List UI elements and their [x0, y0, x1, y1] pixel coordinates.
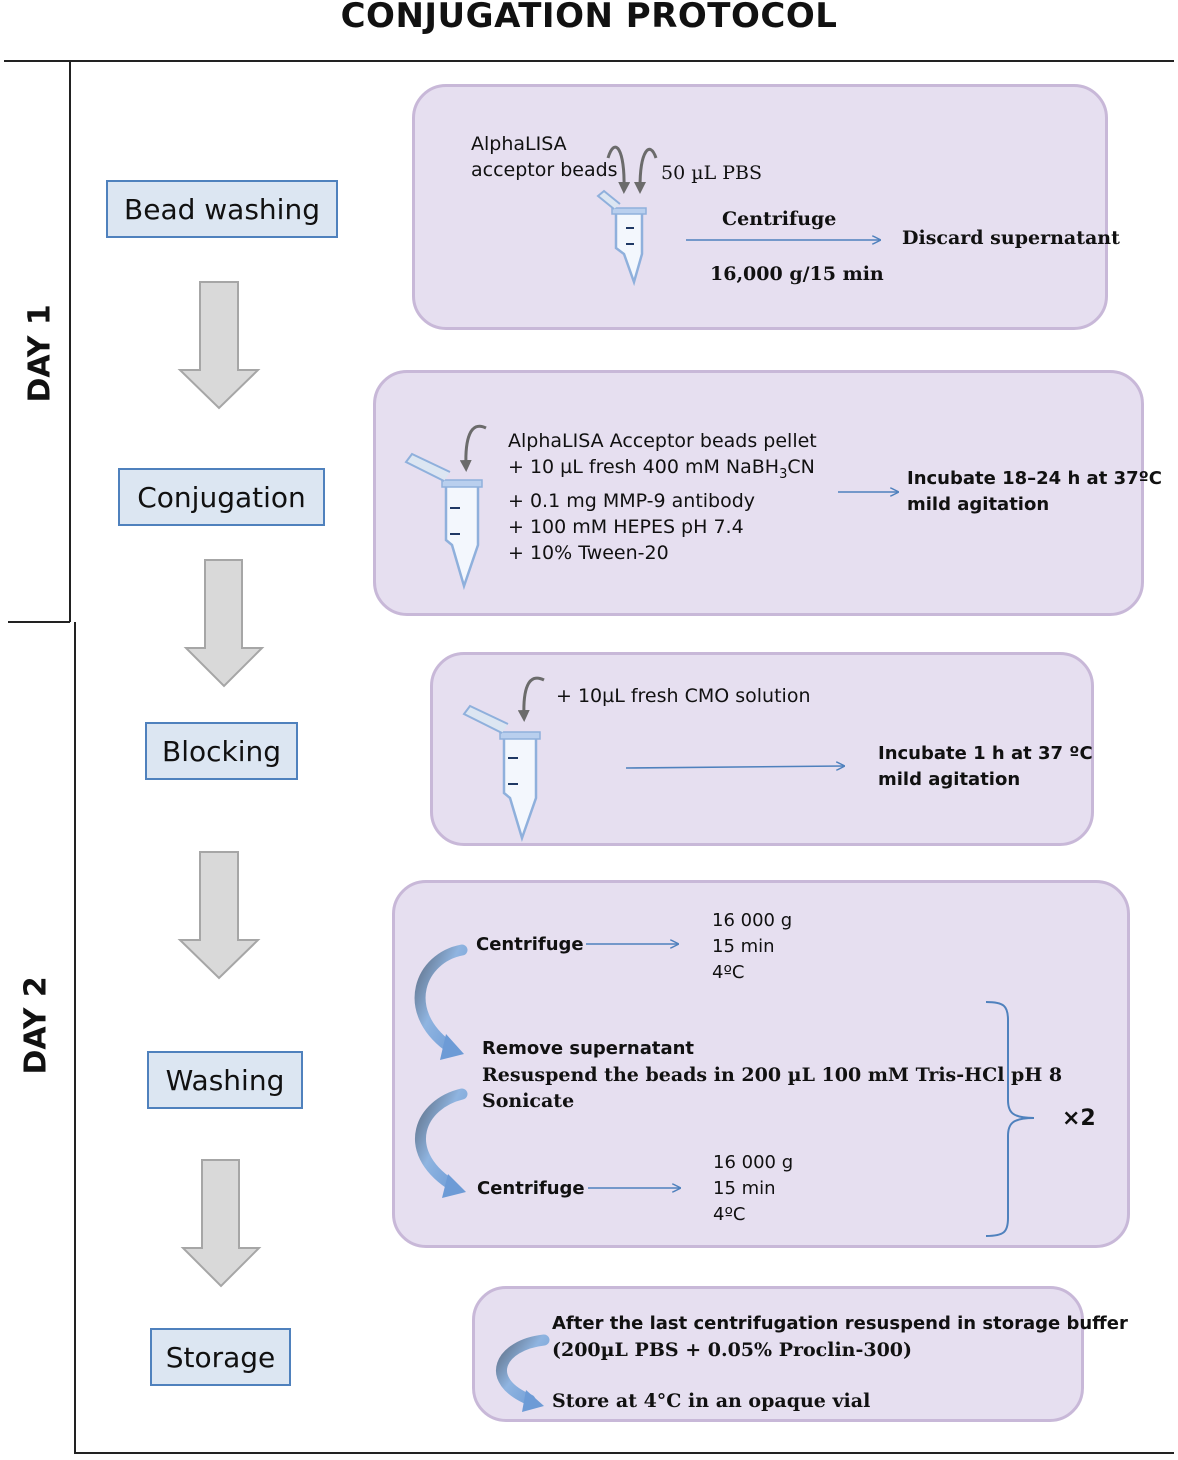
- top-rule: [4, 60, 1174, 62]
- panel-blocking: [430, 652, 1094, 846]
- step-label: Conjugation: [137, 480, 306, 514]
- step-washing: Washing: [147, 1051, 303, 1109]
- washing-centrifuge-2: Centrifuge: [477, 1178, 585, 1199]
- tube-icon: [404, 452, 483, 591]
- step-label: Bead washing: [124, 192, 320, 226]
- bead-buffer-label: 50 µL PBS: [661, 162, 762, 184]
- pipette-arrow-icon: [459, 424, 487, 472]
- storage-final: Store at 4°C in an opaque vial: [552, 1390, 871, 1412]
- day2-divider: [74, 622, 76, 1454]
- step-bead-washing: Bead washing: [106, 180, 338, 238]
- bead-result-label: Discard supernatant: [902, 227, 1120, 249]
- washing-centrifuge-1: Centrifuge: [476, 934, 584, 955]
- down-arrow-icon: [177, 281, 261, 410]
- panel-conjugation: [373, 370, 1144, 616]
- flow-arrow-icon: [177, 281, 265, 1288]
- conjugation-result: Incubate 18–24 h at 37ºC mild agitation: [907, 468, 1162, 515]
- conjugation-reagents: AlphaLISA Acceptor beads pellet + 10 µL …: [508, 430, 817, 564]
- repeat-count: ×2: [1062, 1106, 1096, 1131]
- storage-instructions: After the last centrifugation resuspend …: [552, 1313, 1128, 1361]
- curved-arrow-icon: [496, 1334, 550, 1412]
- washing-conditions-1: 16 000 g 15 min 4ºC: [712, 910, 793, 983]
- blocking-reagent: + 10µL fresh CMO solution: [556, 685, 811, 707]
- pipette-arrow-icon: [517, 676, 545, 722]
- process-arrow-icon: [625, 766, 844, 768]
- step-blocking: Blocking: [145, 722, 298, 780]
- down-arrow-icon: [180, 1159, 262, 1288]
- tube-icon: [462, 704, 541, 843]
- down-arrow-icon: [183, 559, 265, 688]
- pipette-arrow-icon: [606, 145, 631, 194]
- step-conjugation: Conjugation: [118, 468, 325, 526]
- step-label: Storage: [165, 1340, 276, 1374]
- bead-action-label: Centrifuge: [722, 208, 837, 230]
- step-label: Blocking: [161, 734, 282, 768]
- blocking-result: Incubate 1 h at 37 ºC mild agitation: [878, 743, 1093, 790]
- curved-arrow-icon: [414, 944, 468, 1060]
- day-separator: [8, 621, 70, 623]
- day1-divider: [69, 62, 71, 622]
- step-storage: Storage: [150, 1328, 291, 1386]
- down-arrow-icon: [177, 851, 261, 980]
- panel-storage: [472, 1286, 1084, 1422]
- step-label: Washing: [165, 1063, 285, 1097]
- bottom-rule: [76, 1452, 1174, 1454]
- bead-condition-label: 16,000 g/15 min: [710, 263, 884, 285]
- bead-reagent-label: AlphaLISA acceptor beads: [471, 133, 618, 181]
- page-title: CONJUGATION PROTOCOL: [340, 0, 838, 36]
- pipette-arrow-icon: [634, 147, 658, 194]
- panel-bead-washing: [412, 84, 1108, 330]
- washing-conditions-2: 16 000 g 15 min 4ºC: [713, 1152, 794, 1225]
- curved-arrow-icon: [415, 1088, 468, 1198]
- repeat-brace-icon: [985, 1001, 1035, 1237]
- tube-icon: [596, 189, 647, 287]
- washing-resuspend-steps: Remove supernatant Resuspend the beads i…: [482, 1038, 1063, 1112]
